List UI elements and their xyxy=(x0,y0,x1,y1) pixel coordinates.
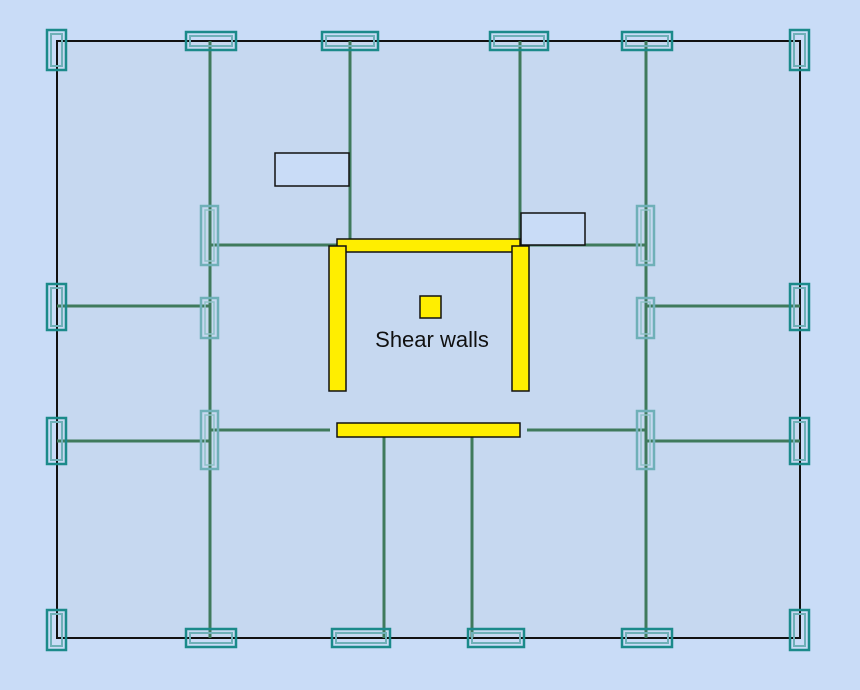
column xyxy=(466,627,526,649)
core-marker xyxy=(419,295,442,319)
column xyxy=(45,28,68,72)
shear-walls xyxy=(328,238,530,438)
column xyxy=(788,28,811,72)
shear-wall-right xyxy=(511,245,530,392)
column xyxy=(45,282,68,332)
column xyxy=(184,30,238,52)
shear-wall-bottom xyxy=(336,422,521,438)
column xyxy=(635,296,656,340)
floor-slab xyxy=(56,40,801,639)
column xyxy=(199,409,220,471)
column xyxy=(45,416,68,466)
shear-wall-top xyxy=(336,238,521,253)
shear-walls-label: Shear walls xyxy=(375,327,489,352)
column xyxy=(620,30,674,52)
column xyxy=(330,627,392,649)
column xyxy=(184,627,238,649)
shear-wall-left xyxy=(328,245,347,392)
corner-columns xyxy=(45,28,811,652)
column xyxy=(320,30,380,52)
column xyxy=(620,627,674,649)
column xyxy=(199,204,220,267)
column xyxy=(788,282,811,332)
side-columns xyxy=(45,282,811,466)
column xyxy=(788,608,811,652)
column xyxy=(488,30,550,52)
column xyxy=(199,296,220,340)
beams xyxy=(57,41,800,638)
column xyxy=(635,409,656,471)
edge-columns xyxy=(184,30,674,649)
column xyxy=(45,608,68,652)
column xyxy=(788,416,811,466)
slab-opening xyxy=(274,152,350,187)
slab-opening xyxy=(520,212,586,246)
column xyxy=(635,204,656,267)
interior-columns xyxy=(199,204,656,471)
